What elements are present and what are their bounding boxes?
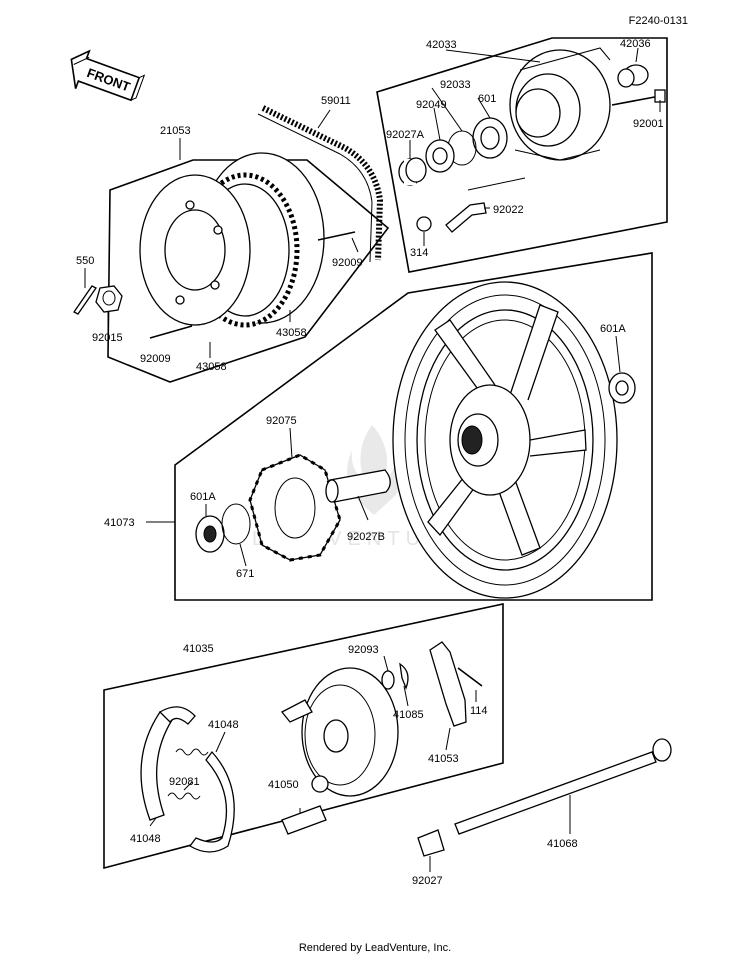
label-41068: 41068 xyxy=(547,838,578,850)
bolt-92001 xyxy=(611,95,661,106)
wheel-group xyxy=(146,252,653,601)
label-671: 671 xyxy=(236,568,254,580)
brake-panel xyxy=(301,667,399,797)
label-41048-top: 41048 xyxy=(208,719,239,731)
label-92027A: 92027A xyxy=(386,129,425,141)
label-550: 550 xyxy=(76,255,94,267)
label-92075: 92075 xyxy=(266,415,297,427)
label-92027B: 92027B xyxy=(347,531,385,543)
footer-credit: Rendered by LeadVenture, Inc. xyxy=(299,942,451,954)
brake-group xyxy=(103,603,672,872)
label-92049: 92049 xyxy=(416,99,447,111)
label-21053: 21053 xyxy=(160,125,191,137)
label-92081: 92081 xyxy=(169,776,200,788)
label-41035: 41035 xyxy=(183,643,214,655)
axle-41068 xyxy=(454,751,657,835)
spring-92081-top xyxy=(175,748,209,756)
seal-41085 xyxy=(399,662,409,690)
cotter-pin-550 xyxy=(73,285,97,315)
sprocket-carrier-group xyxy=(376,37,668,273)
label-601: 601 xyxy=(478,93,496,105)
brake-shoe-41048-left xyxy=(140,711,173,821)
label-41050: 41050 xyxy=(268,779,299,791)
label-42036: 42036 xyxy=(620,38,651,50)
torque-link-92022 xyxy=(445,202,487,233)
label-43058-right: 43058 xyxy=(276,327,307,339)
label-41073: 41073 xyxy=(104,517,135,529)
label-92022: 92022 xyxy=(493,204,524,216)
label-59011: 59011 xyxy=(321,95,351,107)
label-41053: 41053 xyxy=(428,753,459,765)
label-314: 314 xyxy=(410,247,428,259)
collar-92027 xyxy=(417,829,445,857)
chain-59011 xyxy=(261,105,384,261)
washer-92093 xyxy=(381,670,395,690)
bolt-114 xyxy=(457,667,483,687)
diagram-code: F2240-0131 xyxy=(629,15,688,27)
nut-314 xyxy=(416,216,432,232)
label-114: 114 xyxy=(470,705,488,717)
label-601A-left: 601A xyxy=(190,491,216,503)
collar-92027B xyxy=(329,469,391,503)
label-601A-right: 601A xyxy=(600,323,626,335)
front-arrow-badge: FRONT xyxy=(70,49,146,102)
bolt-92009-left xyxy=(149,325,193,339)
spring-92081-bottom xyxy=(167,792,201,800)
label-92009-left: 92009 xyxy=(140,353,171,365)
label-41085: 41085 xyxy=(393,709,424,721)
label-92015: 92015 xyxy=(92,332,123,344)
bolt-92009-right xyxy=(317,231,356,241)
label-92033: 92033 xyxy=(440,79,471,91)
brake-cam-41050 xyxy=(281,805,327,835)
sprocket-group xyxy=(73,105,390,383)
nut-92015 xyxy=(95,285,123,313)
label-42033: 42033 xyxy=(426,39,457,51)
brake-lever-41053 xyxy=(429,641,467,727)
label-41048-bottom: 41048 xyxy=(130,833,161,845)
label-43058-left: 43058 xyxy=(196,361,227,373)
label-92093: 92093 xyxy=(348,644,379,656)
brake-shoe-41048-right xyxy=(189,750,235,853)
o-ring-671 xyxy=(221,503,251,545)
label-92027: 92027 xyxy=(412,875,443,887)
label-92009-right: 92009 xyxy=(332,257,363,269)
label-92001: 92001 xyxy=(633,118,664,130)
